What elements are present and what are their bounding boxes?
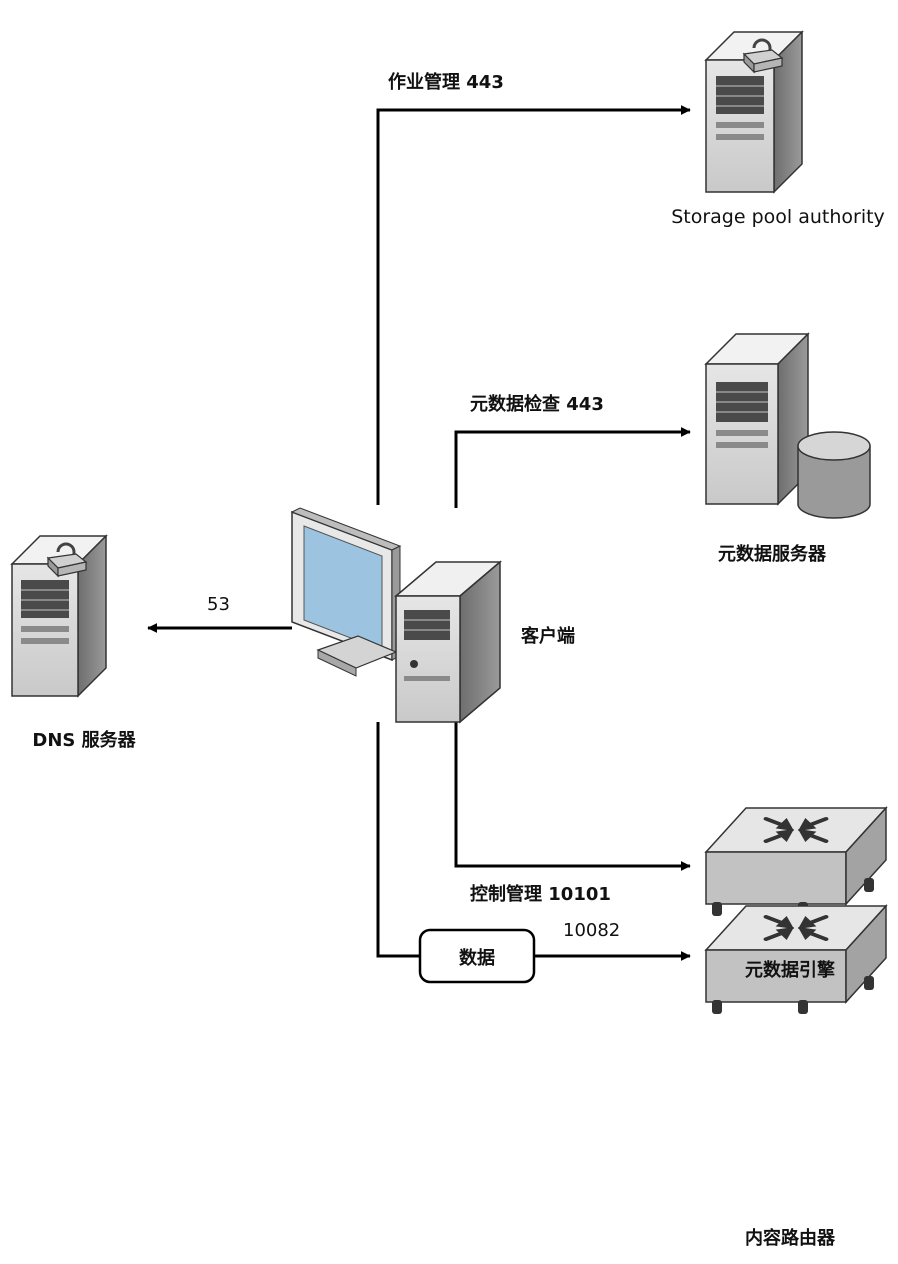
database-server-icon — [704, 332, 871, 519]
node-label-metadata-server: 元数据服务器 — [718, 544, 826, 565]
connector-job-mgmt — [376, 105, 691, 505]
node-label-metadata-engine: 元数据引擎 — [745, 960, 835, 981]
data-box — [418, 928, 536, 984]
node-label-client: 客户端 — [521, 626, 575, 647]
edge-label-control-mgmt: 控制管理 10101 — [470, 884, 611, 905]
router-icon — [704, 806, 888, 916]
locked-server-icon — [10, 534, 108, 698]
node-label-content-router: 内容路由器 — [745, 1228, 835, 1249]
router-icon — [704, 904, 888, 1014]
edge-label-dns-port: 53 — [207, 594, 230, 615]
node-label-storage: Storage pool authority — [671, 206, 885, 228]
connector-control-mgmt — [454, 722, 691, 871]
data-box-label: 数据 — [459, 948, 495, 969]
connector-data — [376, 722, 691, 961]
locked-server-icon — [704, 30, 804, 194]
edge-label-job-mgmt: 作业管理 443 — [388, 72, 504, 93]
desktop-computer-icon — [290, 507, 503, 724]
node-label-dns: DNS 服务器 — [32, 730, 136, 751]
edge-label-data-port: 10082 — [563, 920, 621, 941]
edge-label-metadata-check: 元数据检查 443 — [470, 394, 604, 415]
connector-metadata-check — [454, 427, 691, 508]
